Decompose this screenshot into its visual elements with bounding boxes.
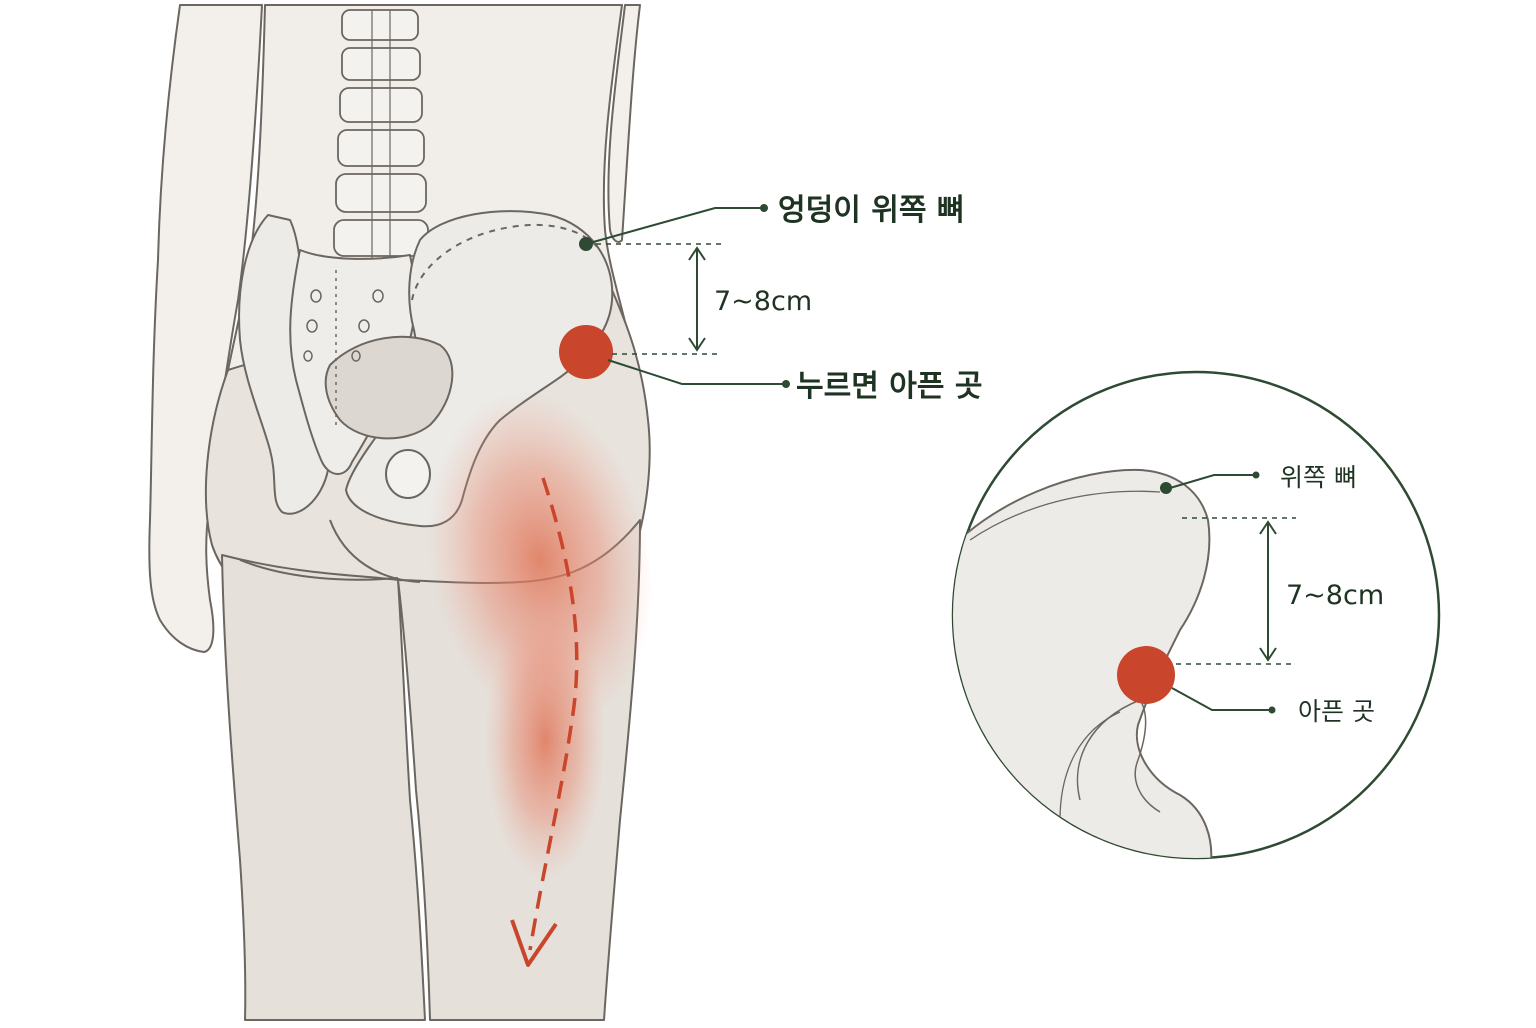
- spine: [333, 9, 429, 260]
- left-arm: [148, 4, 263, 653]
- annotation-lines: [585, 204, 790, 388]
- inset-label-pain-point: 아픈 곳: [1298, 697, 1375, 726]
- leader-top-bone: [585, 207, 762, 245]
- label-distance: 7~8cm: [714, 286, 812, 317]
- label-pain-point: 누르면 아픈 곳: [796, 369, 983, 404]
- inset-green-dot-icon: [1160, 482, 1172, 494]
- inset-red-dot-icon: [1117, 646, 1175, 704]
- leader-pain-point: [607, 359, 784, 385]
- label-top-bone: 엉덩이 위쪽 뼈: [778, 193, 965, 228]
- right-arm: [607, 4, 641, 243]
- pain-radiation-glow-lower: [485, 600, 605, 880]
- pelvis: [238, 210, 614, 528]
- inset-label-distance: 7~8cm: [1286, 580, 1384, 611]
- inset-magnifier: 위쪽 뼈 7~8cm 아픈 곳: [951, 370, 1441, 860]
- red-dot-icon: [559, 325, 613, 379]
- dashed-arrow-down-icon: [510, 919, 558, 967]
- radiation-arrow-line: [528, 477, 579, 951]
- iliac-crest-dashed: [411, 223, 601, 301]
- sacral-foramina: [303, 270, 384, 430]
- pain-radiation-glow: [427, 391, 653, 729]
- left-leg: [221, 554, 426, 1021]
- inset-label-top-bone: 위쪽 뼈: [1280, 463, 1357, 492]
